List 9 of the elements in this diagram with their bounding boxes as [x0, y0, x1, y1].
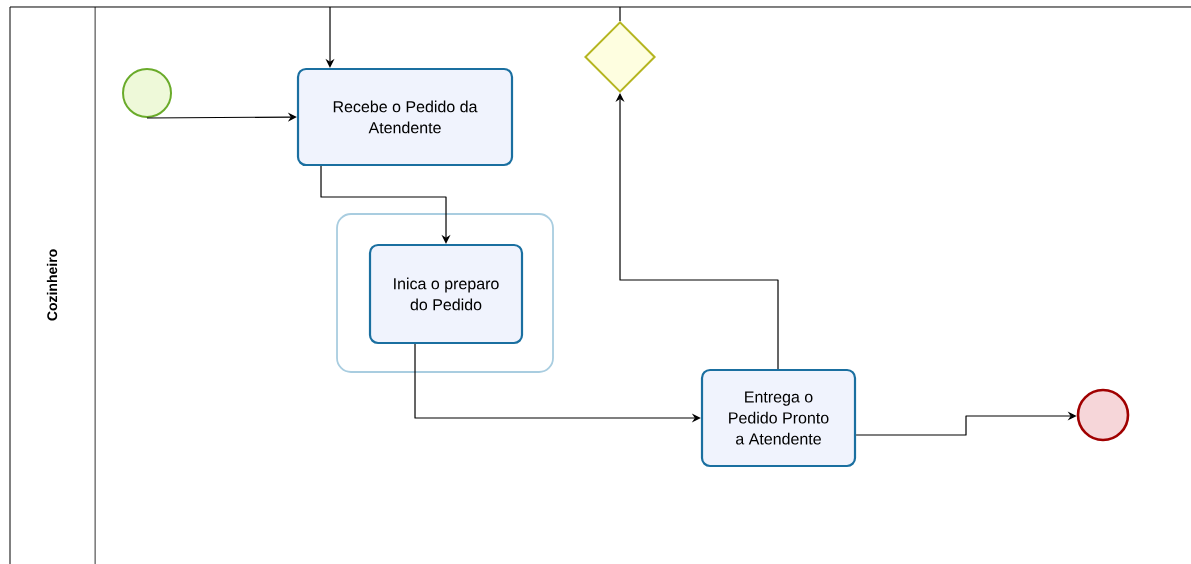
- gateway-diamond: [584, 21, 656, 93]
- start-event-circle: [122, 68, 172, 118]
- task-box: Recebe o Pedido da Atendente: [296, 67, 514, 167]
- task-box: Entrega o Pedido Pronto a Atendente: [700, 368, 857, 468]
- arrow: [320, 165, 451, 244]
- task-box: Inica o preparo do Pedido: [368, 243, 524, 345]
- end-event-circle: [1076, 388, 1130, 442]
- arrow: [615, 93, 779, 370]
- group-box: [336, 213, 554, 373]
